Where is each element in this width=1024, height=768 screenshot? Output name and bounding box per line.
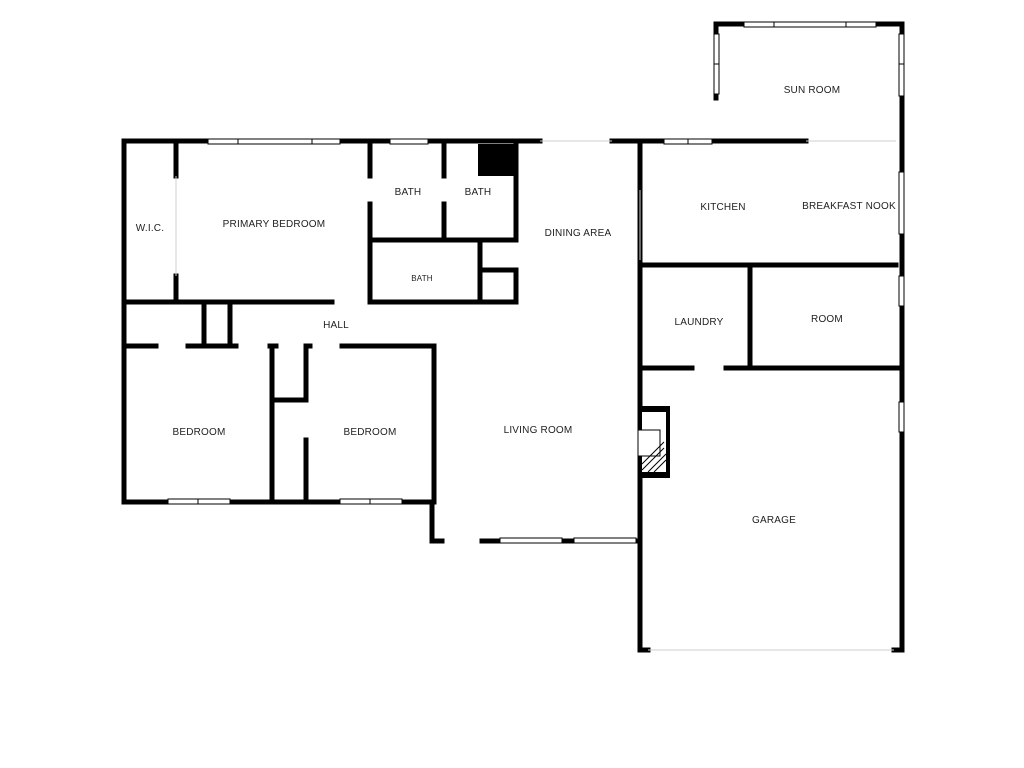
room-labels: SUN ROOM W.I.C. PRIMARY BEDROOM BATH BAT… — [136, 85, 896, 526]
label-kitchen: KITCHEN — [700, 202, 745, 213]
label-bath-2: BATH — [465, 187, 492, 198]
fireplace-icon — [637, 406, 670, 478]
label-living-room: LIVING ROOM — [504, 425, 573, 436]
label-sun-room: SUN ROOM — [784, 85, 841, 96]
label-wic: W.I.C. — [136, 223, 164, 234]
label-breakfast-nook: BREAKFAST NOOK — [802, 201, 896, 212]
label-dining-area: DINING AREA — [545, 228, 612, 239]
label-garage: GARAGE — [752, 515, 796, 526]
openings — [175, 140, 896, 651]
chimney-block — [478, 144, 516, 176]
label-hall: HALL — [323, 320, 349, 331]
label-bedroom-1: BEDROOM — [172, 427, 225, 438]
label-bath-1: BATH — [395, 187, 422, 198]
label-bedroom-2: BEDROOM — [343, 427, 396, 438]
label-bath-3: BATH — [411, 274, 433, 283]
windows — [167, 21, 905, 544]
walls — [121, 21, 905, 653]
label-laundry: LAUNDRY — [674, 317, 723, 328]
label-room: ROOM — [811, 314, 843, 325]
label-primary-bedroom: PRIMARY BEDROOM — [223, 219, 326, 230]
